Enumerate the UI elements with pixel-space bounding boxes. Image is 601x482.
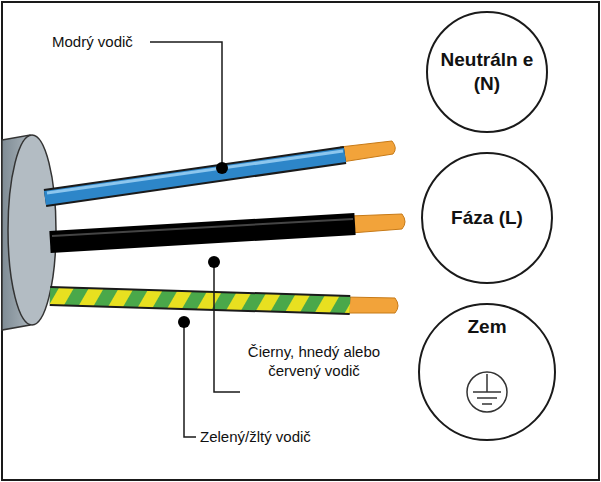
leader-lines bbox=[150, 42, 240, 437]
wire-label: Modrý vodič bbox=[52, 33, 192, 52]
phase-circle: Fáza (L) bbox=[421, 152, 553, 284]
green-yellow-wire bbox=[50, 296, 350, 305]
neutral-circle: Neutráln e (N) bbox=[426, 11, 548, 133]
blue-wire bbox=[45, 155, 345, 198]
wire-label: Zelený/žltý vodič bbox=[200, 428, 400, 447]
ground-symbol bbox=[467, 372, 507, 412]
leader-dots bbox=[178, 162, 228, 328]
circle-label: Zem bbox=[467, 315, 506, 339]
circle-label: Neutráln e (N) bbox=[439, 48, 534, 96]
circle-label: Fáza (L) bbox=[451, 206, 523, 230]
wire-label: Čierny, hnedý alebo červený vodič bbox=[244, 343, 384, 381]
earth-circle: Zem bbox=[418, 303, 556, 441]
cable-end bbox=[8, 135, 56, 325]
